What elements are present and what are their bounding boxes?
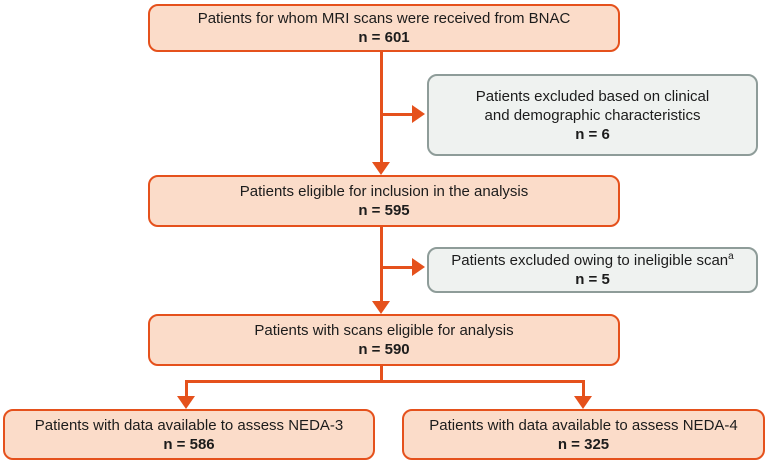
node-count: n = 5 (575, 271, 610, 288)
node-excluded-clinical-demographic: Patients excluded based on clinical and … (427, 74, 758, 156)
connector-to-neda4 (582, 380, 585, 397)
connector-to-excluded-clinical (380, 113, 413, 116)
arrowhead-right-icon (412, 258, 425, 276)
arrowhead-down-icon (177, 396, 195, 409)
node-label: Patients eligible for inclusion in the a… (239, 183, 529, 200)
node-label: Patients excluded based on clinical and … (475, 87, 710, 124)
node-label: Patients with scans eligible for analysi… (254, 322, 514, 339)
arrowhead-down-icon (574, 396, 592, 409)
connector-to-excluded-scan (380, 266, 413, 269)
node-eligible-for-inclusion: Patients eligible for inclusion in the a… (148, 175, 620, 227)
footnote-marker: a (728, 251, 734, 262)
node-neda4-available: Patients with data available to assess N… (402, 409, 765, 460)
node-scans-eligible-for-analysis: Patients with scans eligible for analysi… (148, 314, 620, 366)
node-label: Patients for whom MRI scans were receive… (197, 10, 571, 27)
node-count: n = 6 (575, 125, 610, 143)
node-count: n = 595 (358, 202, 410, 219)
node-count: n = 325 (557, 435, 610, 453)
node-label: Patients excluded owing to ineligible sc… (451, 251, 734, 270)
node-label: Patients with data available to assess N… (34, 416, 344, 434)
node-excluded-ineligible-scan: Patients excluded owing to ineligible sc… (427, 247, 758, 293)
node-mri-scans-received: Patients for whom MRI scans were receive… (148, 4, 620, 52)
connector-eligible-to-scans (380, 227, 383, 303)
node-neda3-available: Patients with data available to assess N… (3, 409, 375, 460)
arrowhead-down-icon (372, 301, 390, 314)
connector-scans-split-stub (380, 366, 383, 382)
arrowhead-right-icon (412, 105, 425, 123)
node-count: n = 586 (163, 435, 215, 453)
node-label: Patients with data available to assess N… (429, 416, 738, 434)
connector-received-to-eligible (380, 52, 383, 164)
node-count: n = 590 (358, 341, 410, 358)
node-count: n = 601 (358, 29, 410, 46)
connector-to-neda3 (185, 380, 188, 397)
arrowhead-down-icon (372, 162, 390, 175)
connector-split-bar (185, 380, 585, 383)
